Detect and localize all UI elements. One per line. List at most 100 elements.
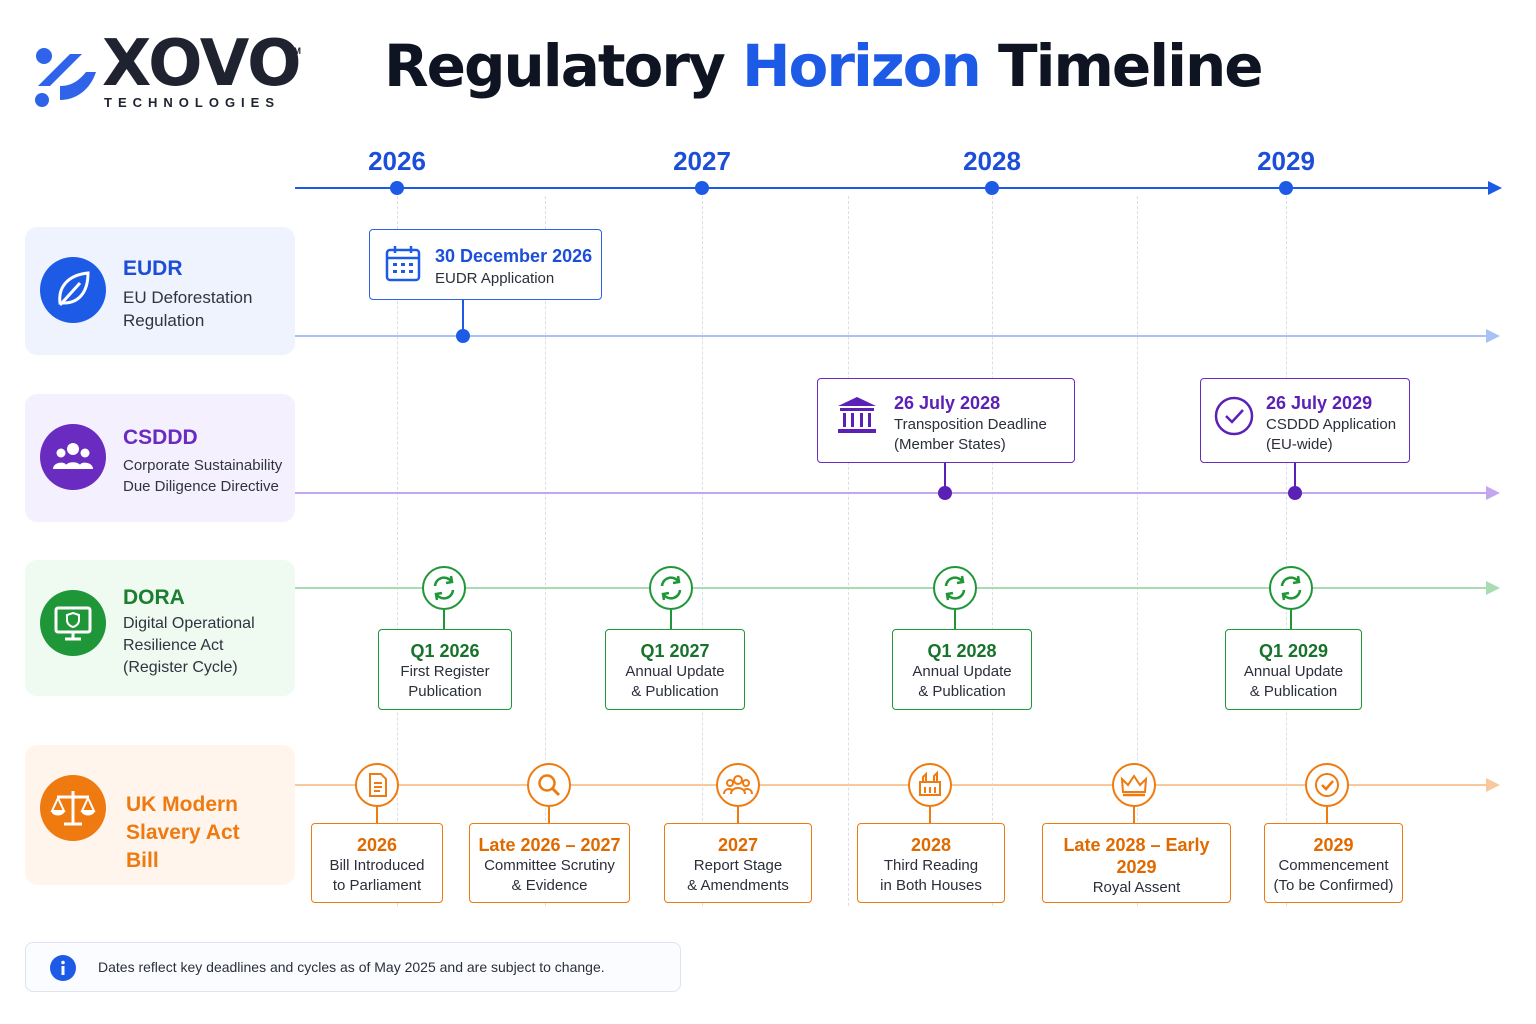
uk-event-card: 2028 Third Reading in Both Houses (857, 823, 1005, 903)
eudr-event-dot (456, 329, 470, 343)
uk-event-card: 2029 Commencement (To be Confirmed) (1264, 823, 1403, 903)
event-desc: Annual Update (1243, 663, 1344, 680)
event-date: 26 July 2029 (1266, 393, 1373, 413)
eudr-event-card: 30 December 2026 EUDR Application (369, 229, 602, 300)
event-desc: Bill Introduced (329, 857, 425, 874)
title-part1: Regulatory (384, 32, 726, 100)
event-desc: (To be Confirmed) (1273, 877, 1394, 894)
uk-event-card: Late 2026 – 2027 Committee Scrutiny & Ev… (469, 823, 630, 903)
title-accent: Horizon (742, 32, 982, 100)
crown-icon (1112, 763, 1156, 807)
event-date: 26 July 2028 (894, 393, 1001, 413)
category-title: DORA (123, 586, 185, 609)
event-date: Q1 2027 (640, 641, 710, 661)
category-subtitle: Corporate Sustainability Due Diligence D… (123, 457, 283, 495)
category-title: EUDR (123, 257, 183, 280)
category-subtitle: Digital Operational Resilience Act (Regi… (123, 615, 255, 676)
csddd-event-dot (938, 486, 952, 500)
logo-wordmark: XOVO (102, 27, 302, 101)
guide-line (992, 196, 993, 906)
leaf-icon (40, 257, 106, 323)
event-date: 2027 (717, 835, 759, 855)
year-dot-2028 (985, 181, 999, 195)
event-desc: & Evidence (511, 877, 588, 894)
event-date: Q1 2028 (927, 641, 997, 661)
parliament-icon (908, 763, 952, 807)
event-desc: Royal Assent (1092, 879, 1181, 896)
year-dot-2026 (390, 181, 404, 195)
refresh-icon (649, 566, 693, 610)
main-axis-arrow (1488, 181, 1502, 195)
event-desc: EUDR Application (435, 270, 555, 287)
event-desc: Annual Update (912, 663, 1012, 680)
people-icon (40, 424, 106, 490)
csddd-track-arrow (1486, 486, 1500, 500)
event-desc: First Register (400, 663, 490, 680)
guide-line (702, 196, 703, 906)
event-desc: Report Stage (693, 857, 783, 874)
dora-track-arrow (1486, 581, 1500, 595)
info-icon (50, 955, 76, 981)
category-eudr: EUDR EU Deforestation Regulation (25, 227, 295, 355)
category-dora: DORA Digital Operational Resilience Act … (25, 560, 295, 696)
logo-mark-icon (35, 48, 96, 107)
scales-icon (40, 775, 106, 841)
document-icon (355, 763, 399, 807)
event-desc: & Publication (1249, 683, 1338, 700)
refresh-icon (933, 566, 977, 610)
event-desc: (Member States) (894, 436, 1006, 453)
company-logo: XOVO TM TECHNOLOGIES (30, 32, 320, 116)
event-date: Late 2026 – 2027 (478, 835, 621, 855)
event-desc: & Amendments (687, 877, 789, 894)
csddd-event-dot (1288, 486, 1302, 500)
event-date: 30 December 2026 (435, 246, 593, 266)
uk-event-card: 2026 Bill Introduced to Parliament (311, 823, 443, 903)
category-csddd: CSDDD Corporate Sustainability Due Dilig… (25, 394, 295, 522)
dora-event-card: Q1 2026 First Register Publication (378, 629, 512, 710)
refresh-icon (422, 566, 466, 610)
check-circle-icon (1305, 763, 1349, 807)
institution-icon (838, 397, 876, 433)
monitor-shield-icon (40, 590, 106, 656)
csddd-event-card: 26 July 2028 Transposition Deadline (Mem… (817, 378, 1075, 463)
year-label-2029: 2029 (1257, 146, 1315, 176)
event-desc: to Parliament (332, 877, 422, 894)
magnifier-icon (527, 763, 571, 807)
event-date: 2026 (356, 835, 398, 855)
event-desc: Third Reading (883, 857, 979, 874)
logo-subtitle: TECHNOLOGIES (104, 95, 281, 110)
event-desc: CSDDD Application (1266, 416, 1397, 433)
event-date: Late 2028 – Early 2029 (1063, 835, 1210, 877)
event-desc: Annual Update (625, 663, 725, 680)
dora-event-card: Q1 2029 Annual Update & Publication (1225, 629, 1362, 710)
dora-event-card: Q1 2027 Annual Update & Publication (605, 629, 745, 710)
year-dot-2027 (695, 181, 709, 195)
year-dot-2029 (1279, 181, 1293, 195)
year-label-2028: 2028 (963, 146, 1021, 176)
disclaimer-note: Dates reflect key deadlines and cycles a… (25, 942, 681, 992)
logo-trademark: TM (288, 46, 301, 56)
uk-event-card: Late 2028 – Early 2029 Royal Assent (1042, 823, 1231, 903)
guide-line (545, 196, 546, 906)
uk-event-card: 2027 Report Stage & Amendments (664, 823, 812, 903)
event-date: Q1 2029 (1258, 641, 1329, 661)
note-text: Dates reflect key deadlines and cycles a… (98, 959, 605, 975)
event-desc: & Publication (918, 683, 1006, 700)
category-title: CSDDD (123, 426, 198, 449)
category-subtitle: EU Deforestation Regulation (123, 288, 253, 330)
event-desc: Transposition Deadline (894, 416, 1047, 433)
year-label-2027: 2027 (673, 146, 731, 176)
year-label-2026: 2026 (368, 146, 426, 176)
group-icon (716, 763, 760, 807)
guide-line (1137, 196, 1138, 906)
dora-event-card: Q1 2028 Annual Update & Publication (892, 629, 1032, 710)
event-date: Q1 2026 (410, 641, 480, 661)
uk-track-arrow (1486, 778, 1500, 792)
guide-line (397, 196, 398, 906)
event-date: 2029 (1313, 835, 1354, 855)
event-desc: Commencement (1278, 857, 1389, 874)
check-circle-icon (1214, 396, 1254, 436)
event-desc: in Both Houses (880, 877, 982, 894)
guide-line (1286, 196, 1287, 906)
